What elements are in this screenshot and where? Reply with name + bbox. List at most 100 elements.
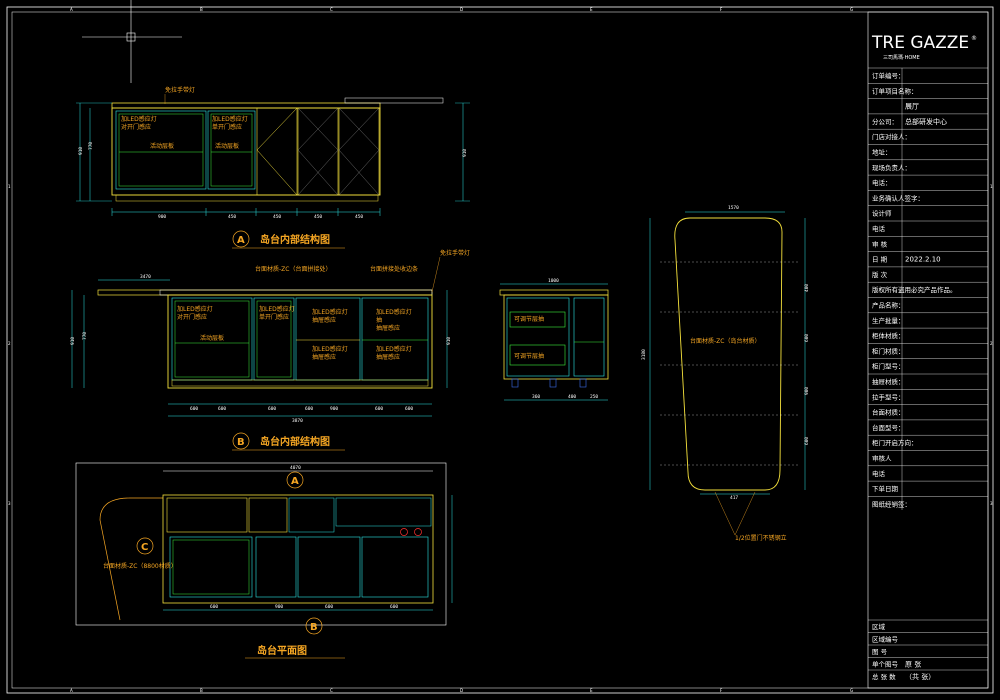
annotation-led-4b: 抽 [376,316,382,324]
title-block-label: 区域 [872,622,886,631]
title-block-bottom-rows: 区域区域编号图 号单个图号原 张总 张 数（共 张） [868,619,988,681]
dim-label: 400 [804,284,810,292]
dim-label: 600 [375,406,383,412]
title-block-label: 地址： [872,148,892,157]
dim-label: 360 [532,394,540,400]
annotation-led-3: 加LED感应灯 [312,308,348,316]
title-block-label: 图纸经销签： [872,499,911,508]
title-block-value: 总部研发中心 [905,117,947,126]
svg-text:C: C [330,7,333,12]
annotation-led-1b: 对开门感应 [177,313,207,321]
dim-label: 600 [190,406,198,412]
title-block-label: 台面型号： [872,423,905,432]
title-block-label: 分公司： [872,117,898,126]
svg-text:B: B [200,688,203,693]
annotation-right-note: 1/2位置门不锈钢立 [735,534,787,542]
dim-label: 600 [804,334,810,342]
title-block-label: 产品名称： [872,301,905,310]
dim-label: 900 [330,406,338,412]
annotation-shelf: 活动层板 [215,142,239,150]
plan-c-badge [136,537,154,555]
title-block: TRE GAZZE 三司馬瑪·HOME ® 订单编号：订单项目名称：展厅分公司：… [867,11,989,689]
hob-burner-icon [400,528,408,536]
title-block-label: 现场负责人： [872,163,911,172]
dim-label: 600 [305,406,313,412]
annotation-plan-material: 台面材质-ZC（8800材质） [103,562,177,570]
annotation-light: 免拉手带灯 [165,86,195,94]
svg-text:D: D [460,7,463,12]
title-block-label: 拉手型号： [872,392,905,401]
title-block-label: 日 期 [872,256,888,264]
dim-label: 450 [355,214,363,220]
dim-label: 450 [273,214,281,220]
hob-burner-icon [414,528,422,536]
svg-text:3: 3 [8,501,11,506]
annotation-led-5b: 抽屉感应 [312,353,336,361]
annotation-led-4: 加LED感应灯 [376,308,412,316]
registered-mark-icon: ® [971,35,977,42]
title-block-label: 单个图号 [872,660,899,669]
title-block-value: （共 张） [905,672,935,681]
dim-label: 3180 [641,349,647,360]
title-block-label: 台面材质： [872,408,905,417]
dim-label: 250 [590,394,598,400]
plan-b-label: B [310,622,318,633]
dim-label: 900 [804,387,810,395]
dim-label: 600 [218,406,226,412]
view-a-badge [232,230,250,248]
plan-c-label: C [141,542,148,553]
inner-frame [11,11,989,689]
dim-label: 400 [568,394,576,400]
annotation-right-material: 台面材质-ZC（岛台材质） [690,337,760,345]
svg-text:1: 1 [990,184,993,189]
annotation-led-3b: 抽屉感应 [312,316,336,324]
svg-text:C: C [330,688,333,693]
dim-label: 910 [78,147,84,155]
dim-label: 600 [804,437,810,445]
brand-logo: TRE GAZZE [871,33,969,53]
svg-text:D: D [460,688,463,693]
svg-text:G: G [850,688,853,693]
plan-title: 岛台平面图 [257,644,307,657]
svg-text:3: 3 [990,501,993,506]
svg-text:A: A [70,688,73,693]
plan-a-label: A [291,476,299,487]
outer-frame [6,6,994,694]
title-block-value: 原 张 [905,660,921,669]
title-block-label: 电话： [872,178,892,187]
title-block-label: 设计师 [872,209,892,218]
svg-text:A: A [70,7,73,12]
plan-a-badge [286,471,304,489]
dim-label: 417 [730,495,738,501]
svg-text:E: E [590,688,593,693]
svg-text:1: 1 [8,184,11,189]
plan-view: 4070 600 900 600 600 台面材质-ZC（8800材质） C A… [75,462,453,659]
dim-label: 3470 [140,274,151,280]
view-b-elevation: 600 600 600 600 900 600 600 3870 3470 91… [70,249,470,451]
dim-label: 1000 [548,278,559,284]
svg-text:F: F [720,688,723,693]
title-block-label: 柜门型号： [872,362,905,371]
dim-label: 910 [70,337,76,345]
view-a-title: 岛台内部结构图 [260,233,330,246]
svg-text:G: G [850,7,853,12]
svg-text:2: 2 [990,341,993,346]
title-block-label: 抽屉材质： [872,377,905,386]
annotation-led-4c: 抽屉感应 [376,324,400,332]
svg-text:2: 2 [8,341,11,346]
dim-label: 770 [88,142,94,150]
dim-label: 600 [405,406,413,412]
title-block-label: 柜门材质： [872,346,905,355]
title-block-label: 业务确认人签字： [872,193,924,202]
annotation-led-mid: 加LED感应灯 [212,115,248,123]
dim-label: 900 [158,214,166,220]
title-block-label: 总 张 数 [872,672,896,681]
annotation-led-left: 加LED感应灯 [121,115,157,123]
dim-label: 900 [275,604,283,610]
view-b-badge [232,432,250,450]
dim-label: 1570 [728,205,739,211]
view-a-label: A [237,235,245,246]
side-section-view: 可调节层抽 可调节层抽 1000 360 400 250 [499,278,609,401]
dim-label: 910 [462,149,468,157]
